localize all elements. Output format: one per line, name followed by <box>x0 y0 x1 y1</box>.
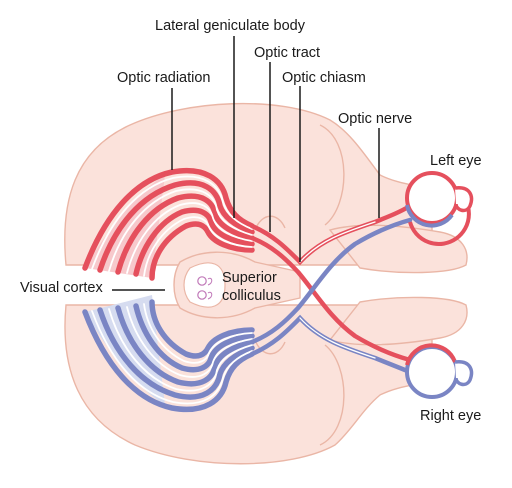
lower-fold <box>254 339 286 355</box>
optic-pathway-crossing <box>249 203 413 375</box>
leader-lines <box>112 36 380 291</box>
label-superior-colliculus-line1: Superior <box>222 270 277 286</box>
label-optic-nerve: Optic nerve <box>338 111 412 127</box>
left-optic-radiation <box>82 167 255 281</box>
label-left-eye: Left eye <box>430 153 482 169</box>
temporal-lobe-lower <box>328 296 468 346</box>
lower-inner-curve <box>319 344 345 446</box>
label-superior-colliculus-line2: colliculus <box>222 288 281 304</box>
label-optic-chiasm: Optic chiasm <box>282 70 366 86</box>
left-eye <box>405 171 474 246</box>
label-optic-radiation: Optic radiation <box>117 70 211 86</box>
upper-inner-curve <box>319 124 345 226</box>
label-optic-tract: Optic tract <box>254 45 320 61</box>
superior-colliculus <box>183 262 226 308</box>
right-eye <box>405 343 474 399</box>
label-lateral-geniculate-body: Lateral geniculate body <box>155 18 306 34</box>
label-visual-cortex: Visual cortex <box>20 280 103 296</box>
label-right-eye: Right eye <box>420 408 481 424</box>
right-optic-radiation <box>82 299 255 413</box>
